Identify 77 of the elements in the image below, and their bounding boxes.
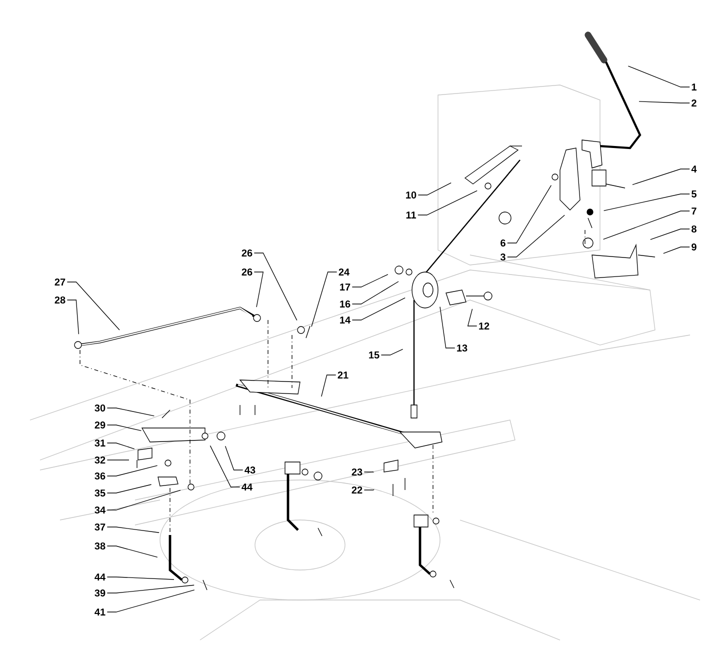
leader-line <box>311 272 338 327</box>
callout-number: 14 <box>340 316 350 324</box>
callout-number: 38 <box>94 542 106 550</box>
callout-number: 11 <box>406 212 416 218</box>
leader-line <box>106 590 195 612</box>
callout-number: 1 <box>692 84 697 90</box>
leader-line <box>321 374 336 397</box>
leader-line <box>663 246 690 254</box>
callout-number: 4 <box>691 166 697 172</box>
callout-number: 15 <box>369 352 380 358</box>
callout-number: 41 <box>94 608 106 616</box>
callout-number: 32 <box>94 456 106 464</box>
callout-number: 35 <box>94 489 106 497</box>
callout-number: 44 <box>94 574 106 580</box>
leader-line <box>632 168 690 186</box>
leader-line <box>603 194 690 212</box>
callout-number: 12 <box>479 322 490 330</box>
leader-line <box>507 214 565 258</box>
callout-number: 27 <box>54 278 66 286</box>
leader-line <box>507 184 552 244</box>
callout-number: 22 <box>352 486 362 494</box>
leader-line <box>66 282 120 330</box>
callout-number: 3 <box>500 253 506 261</box>
leader-line <box>106 484 152 494</box>
leader-line <box>638 101 690 104</box>
leader-line <box>364 471 374 472</box>
callout-number: 36 <box>94 472 106 480</box>
callout-number: 44 <box>242 484 252 490</box>
leader-line <box>106 584 194 594</box>
callout-number: 13 <box>457 344 468 352</box>
callout-number: 6 <box>500 239 506 247</box>
leader-line <box>106 424 142 432</box>
leader-line <box>380 348 404 356</box>
callout-number: 2 <box>692 100 696 106</box>
leader-line <box>254 252 298 321</box>
callout-number: 31 <box>94 439 106 447</box>
leader-line <box>106 526 160 533</box>
callout-number: 30 <box>94 404 106 412</box>
leader-line <box>106 490 181 510</box>
callout-number: 26 <box>242 249 252 257</box>
callout-number: 9 <box>692 243 696 251</box>
leader-line <box>106 546 158 558</box>
callout-number: 23 <box>352 468 362 476</box>
leader-line <box>106 465 158 476</box>
callout-number: 7 <box>692 208 696 214</box>
callout-number: 24 <box>338 268 350 276</box>
callout-number: 17 <box>340 284 350 290</box>
leader-line <box>440 306 456 348</box>
leader-line <box>352 274 388 288</box>
leader-line <box>66 300 80 334</box>
leader-line <box>106 442 135 450</box>
callout-number: 26 <box>242 268 252 276</box>
leader-line <box>352 281 399 304</box>
leader-line <box>106 576 174 580</box>
callout-number: 8 <box>692 225 696 233</box>
leader-line <box>364 489 374 490</box>
callout-number: 10 <box>406 191 416 199</box>
leader-line <box>418 190 478 216</box>
leader-line <box>650 228 690 240</box>
leader-line <box>254 272 264 308</box>
leader-line <box>467 308 478 326</box>
callout-number: 5 <box>692 190 697 198</box>
leader-line <box>210 445 240 488</box>
callout-number: 37 <box>94 523 106 531</box>
callout-number: 28 <box>54 296 66 304</box>
callout-number: 43 <box>244 466 256 474</box>
callout-number: 34 <box>94 506 106 514</box>
callout-number: 39 <box>94 589 106 597</box>
leader-line <box>628 66 690 88</box>
callout-number: 29 <box>94 421 106 429</box>
callout-number: 16 <box>340 300 350 308</box>
callout-number: 21 <box>338 372 348 378</box>
leader-line <box>602 210 690 240</box>
leader-line <box>106 408 155 416</box>
leader-line <box>224 446 244 470</box>
leader-line <box>352 297 406 320</box>
leader-line <box>418 182 452 196</box>
